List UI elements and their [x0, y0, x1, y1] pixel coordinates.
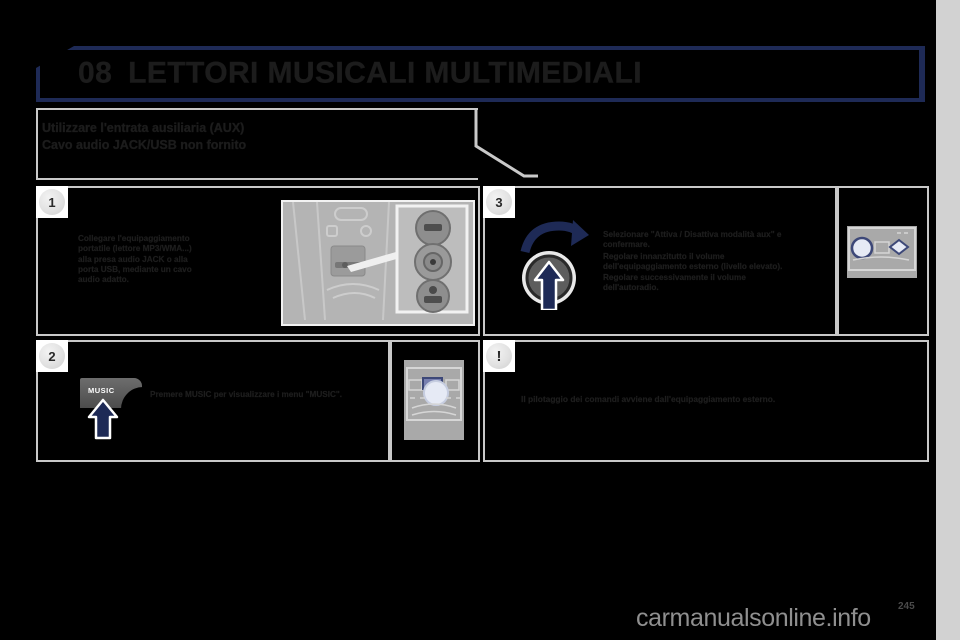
- subtitle: Utilizzare l'entrata ausiliaria (AUX) Ca…: [42, 120, 462, 154]
- step-3-badge: 3: [483, 186, 515, 218]
- watermark: carmanualsonline.info: [636, 604, 871, 632]
- step-3-text-b: Regolare innanzitutto il volume dell'equ…: [603, 252, 783, 292]
- subtitle-callout-diagonal: [474, 108, 538, 178]
- music-button-label: MUSIC: [88, 386, 115, 395]
- step-3-badge-number: 3: [486, 189, 512, 215]
- warning-icon: !: [486, 343, 512, 369]
- subtitle-callout-box: [36, 108, 478, 180]
- page-number: 245: [898, 601, 915, 612]
- audio-unit-music-button-diagram: [404, 360, 464, 440]
- rotate-knob-graphic: [520, 220, 589, 310]
- up-arrow-icon: [87, 398, 119, 440]
- step-1-badge: 1: [36, 186, 68, 218]
- audio-unit-knob-panel: [837, 186, 929, 336]
- step-1-badge-number: 1: [39, 189, 65, 215]
- page-edge-strip: [936, 0, 960, 640]
- audio-unit-knob-diagram: [847, 226, 917, 278]
- step-3-text-a: Selezionare "Attiva / Disattiva modalità…: [603, 230, 782, 250]
- warning-panel: ! Il pilotaggio dei comandi avviene dall…: [483, 340, 929, 462]
- chapter-header: 08 LETTORI MUSICALI MULTIMEDIALI: [36, 46, 925, 102]
- center-console-aux-usb-photo: [281, 200, 475, 326]
- chapter-number: 08: [78, 56, 113, 90]
- audio-unit-music-button-panel: [390, 340, 480, 462]
- chapter-title-text: LETTORI MUSICALI MULTIMEDIALI: [128, 56, 642, 90]
- warning-badge: !: [483, 340, 515, 372]
- chapter-header-inner: [40, 50, 919, 98]
- step-2-panel: 2 MUSIC Premere MUSIC per visualizzare i…: [36, 340, 390, 462]
- subtitle-line-2: Cavo audio JACK/USB non fornito: [42, 138, 247, 152]
- subtitle-line-1: Utilizzare l'entrata ausiliaria (AUX): [42, 121, 245, 135]
- step-1-text: Collegare l'equipaggiamento portatile (l…: [78, 234, 192, 285]
- step-2-badge: 2: [36, 340, 68, 372]
- music-button-notch: [121, 387, 143, 409]
- step-2-text: Premere MUSIC per visualizzare i menu "M…: [150, 390, 343, 399]
- music-button-graphic: MUSIC: [80, 378, 143, 409]
- step-1-panel: 1 Collegare l'equipaggiamento portatile …: [36, 186, 480, 336]
- warning-text: Il pilotaggio dei comandi avviene dall'e…: [521, 394, 776, 404]
- step-3-panel: 3 Selezionare "Attiva / Disattiva modali…: [483, 186, 837, 336]
- step-2-badge-number: 2: [39, 343, 65, 369]
- page-title: 08 LETTORI MUSICALI MULTIMEDIALI: [78, 56, 642, 90]
